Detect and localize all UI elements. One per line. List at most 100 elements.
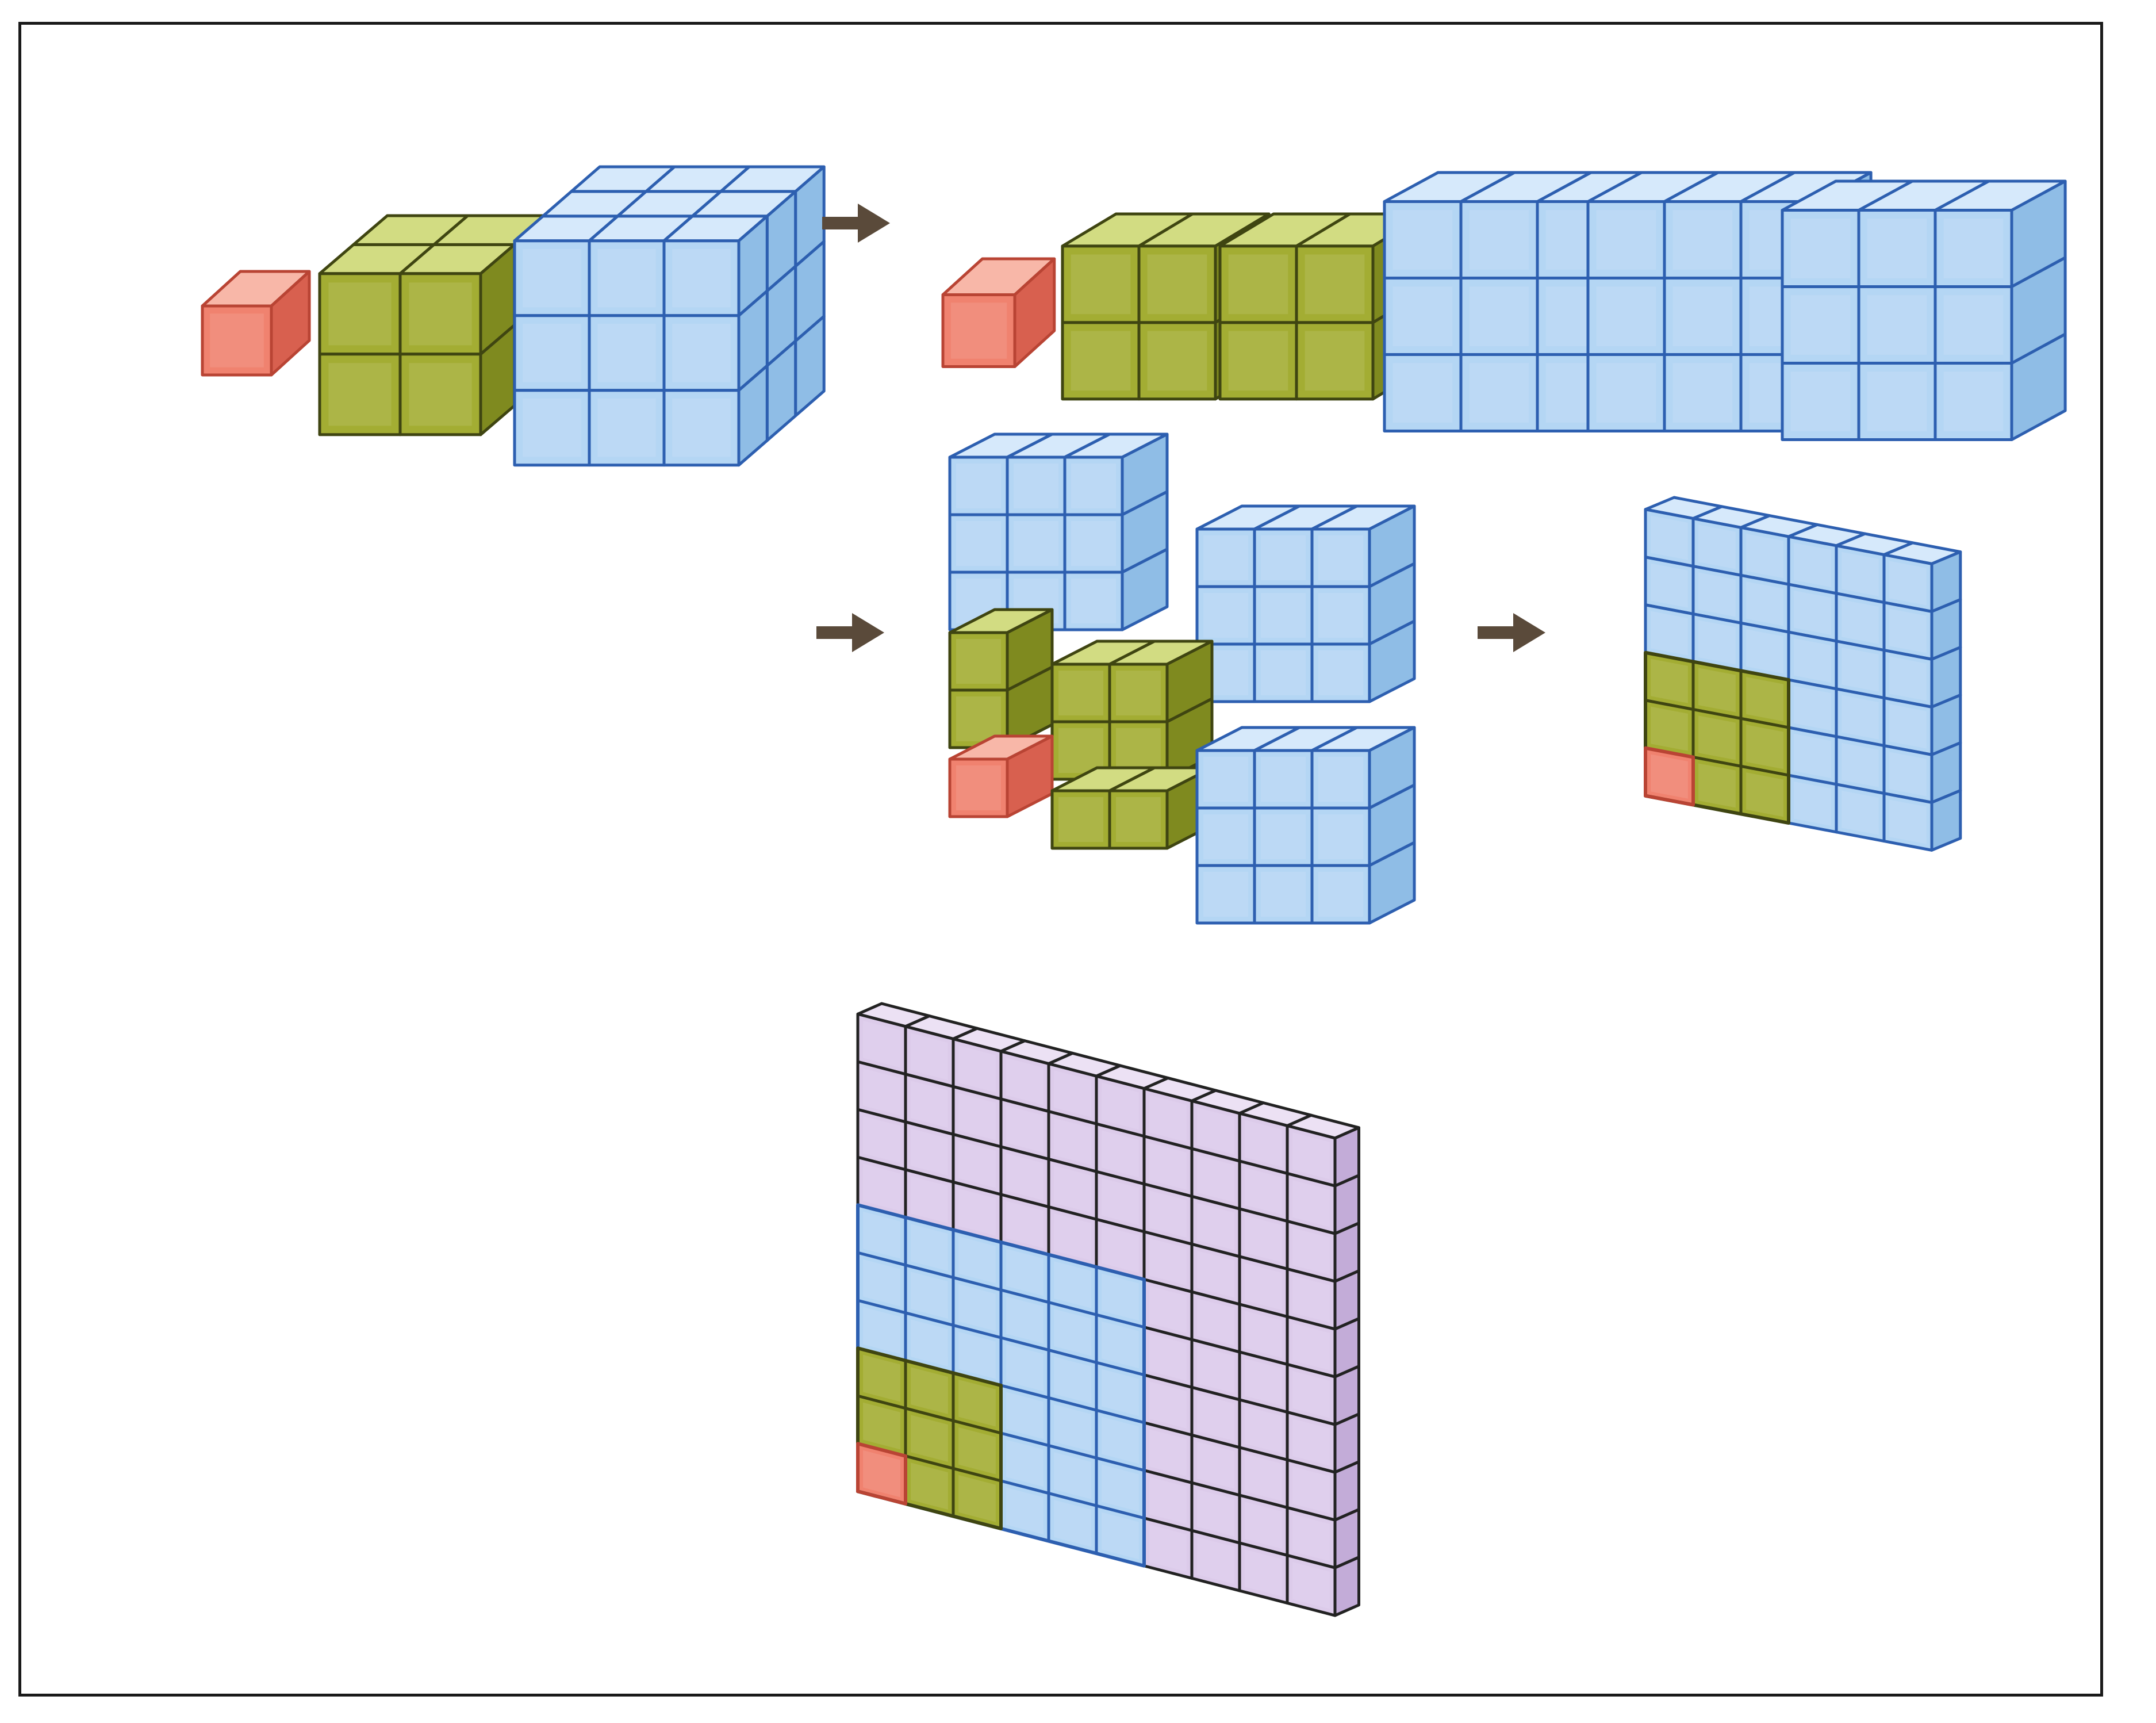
block-cell-highlight bbox=[1054, 1500, 1091, 1547]
block-cell-highlight bbox=[409, 282, 472, 346]
arrow-head bbox=[1513, 613, 1545, 652]
block-cell-highlight bbox=[1292, 1180, 1330, 1227]
block-cell-highlight bbox=[1746, 772, 1783, 817]
block-row1b-blue-c bbox=[1781, 179, 2067, 442]
block-cell-highlight bbox=[1149, 1429, 1187, 1476]
block-cell-highlight bbox=[1006, 1153, 1044, 1201]
block-side-cell bbox=[794, 315, 826, 418]
block-cell-highlight bbox=[958, 1236, 996, 1284]
block-cell-highlight bbox=[1261, 650, 1306, 695]
block-cell-highlight bbox=[1102, 1178, 1139, 1226]
block-cell-highlight bbox=[958, 1284, 996, 1331]
block-cell-highlight bbox=[1292, 1370, 1330, 1418]
block-cell-highlight bbox=[958, 1427, 996, 1475]
block-cell-highlight bbox=[672, 399, 731, 457]
block-row2-green-sq bbox=[1050, 640, 1214, 781]
block-cell-highlight bbox=[1245, 1406, 1282, 1453]
block-cell-highlight bbox=[1006, 1105, 1044, 1153]
block-cell-highlight bbox=[1116, 797, 1161, 842]
block-cell-highlight bbox=[1149, 1477, 1187, 1524]
block-cell-highlight bbox=[1203, 872, 1248, 917]
block-cell-highlight bbox=[863, 1211, 900, 1259]
block-cell-highlight bbox=[1149, 1238, 1187, 1285]
block-cell-highlight bbox=[1006, 1249, 1044, 1296]
block-cell-highlight bbox=[1842, 552, 1879, 596]
block-cell-highlight bbox=[1596, 210, 1656, 270]
block-row2-blue-right bbox=[1195, 504, 1416, 703]
block-cell-highlight bbox=[1651, 754, 1688, 799]
block-cell-highlight bbox=[1746, 677, 1783, 722]
block-cell-highlight bbox=[1203, 593, 1248, 638]
block-cell-highlight bbox=[1102, 1130, 1139, 1178]
block-cell-highlight bbox=[1102, 1369, 1139, 1416]
block-cell-highlight bbox=[911, 1176, 948, 1223]
block-cell-highlight bbox=[1794, 542, 1831, 587]
block-cell-highlight bbox=[863, 1450, 900, 1498]
block-cell-highlight bbox=[597, 399, 656, 457]
block-cell-highlight bbox=[1102, 1226, 1139, 1273]
block-cell-highlight bbox=[1292, 1418, 1330, 1466]
block-cell-highlight bbox=[1596, 363, 1656, 423]
block-cell-highlight bbox=[1054, 1404, 1091, 1452]
block-cell-highlight bbox=[1842, 742, 1879, 787]
block-cell-highlight bbox=[1197, 1203, 1234, 1250]
block-cell-highlight bbox=[956, 464, 1001, 508]
block-row2-green-col bbox=[948, 608, 1054, 749]
block-cell-highlight bbox=[1203, 757, 1248, 802]
block-cell-highlight bbox=[1889, 752, 1927, 797]
block-cell-highlight bbox=[1292, 1561, 1330, 1609]
block-cell-highlight bbox=[1102, 1273, 1139, 1321]
block-cell-highlight bbox=[958, 1045, 996, 1093]
block-cell-highlight bbox=[1746, 629, 1783, 674]
block-cell-highlight bbox=[523, 399, 581, 457]
block-cell-highlight bbox=[1006, 1296, 1044, 1344]
block-cell-highlight bbox=[1245, 1215, 1282, 1262]
block-cell-highlight bbox=[1014, 521, 1058, 566]
block-cell-highlight bbox=[1245, 1120, 1282, 1167]
block-row2-green-row bbox=[1050, 766, 1214, 850]
block-cell-highlight bbox=[1006, 1201, 1044, 1249]
block-row2-blue-top bbox=[948, 432, 1169, 631]
block-row2-assembled-6x6 bbox=[1644, 496, 1962, 852]
block-cell-highlight bbox=[1746, 725, 1783, 769]
block-cell-highlight bbox=[1261, 757, 1306, 802]
block-cell-highlight bbox=[1698, 763, 1736, 808]
block-cell-highlight bbox=[956, 639, 1001, 684]
block-cell-highlight bbox=[1054, 1166, 1091, 1213]
block-cell-highlight bbox=[1071, 464, 1116, 508]
arrow-shaft bbox=[816, 626, 857, 639]
block-cell-highlight bbox=[1698, 620, 1736, 665]
block-cell-highlight bbox=[1261, 814, 1306, 859]
block-cell-highlight bbox=[1746, 581, 1783, 626]
block-cell-highlight bbox=[1842, 695, 1879, 740]
block-row1b-unit bbox=[941, 257, 1056, 368]
block-cell-highlight bbox=[1794, 590, 1831, 635]
block-cell-highlight bbox=[1006, 1439, 1044, 1487]
block-cell-highlight bbox=[1651, 611, 1688, 656]
block-cell-highlight bbox=[1054, 1213, 1091, 1261]
block-cell-highlight bbox=[1054, 1357, 1091, 1404]
block-cell-highlight bbox=[1790, 219, 1851, 278]
block-cell-highlight bbox=[1006, 1487, 1044, 1535]
block-cell-highlight bbox=[1790, 295, 1851, 355]
block-cell-highlight bbox=[1943, 295, 2004, 355]
block-cell-highlight bbox=[1651, 706, 1688, 751]
block-final-10x10 bbox=[856, 1002, 1360, 1617]
block-cell-highlight bbox=[1149, 1334, 1187, 1381]
block-cell-highlight bbox=[1149, 1095, 1187, 1142]
block-cell-highlight bbox=[1102, 1082, 1139, 1130]
block-cell-highlight bbox=[950, 303, 1007, 359]
block-cell-highlight bbox=[1245, 1549, 1282, 1596]
block-cell-highlight bbox=[1149, 1381, 1187, 1429]
block-cell-highlight bbox=[1245, 1311, 1282, 1358]
block-cell-highlight bbox=[1054, 1452, 1091, 1499]
block-row1-cube-3 bbox=[513, 165, 826, 467]
block-cell-highlight bbox=[863, 1402, 900, 1450]
block-cell-highlight bbox=[1054, 1261, 1091, 1308]
block-cell-highlight bbox=[1071, 521, 1116, 566]
block-cell-highlight bbox=[1794, 781, 1831, 826]
block-cell-highlight bbox=[1672, 286, 1733, 346]
arrow-right-icon bbox=[1478, 613, 1545, 652]
arrow-head bbox=[858, 204, 890, 243]
block-cell-highlight bbox=[1672, 363, 1733, 423]
